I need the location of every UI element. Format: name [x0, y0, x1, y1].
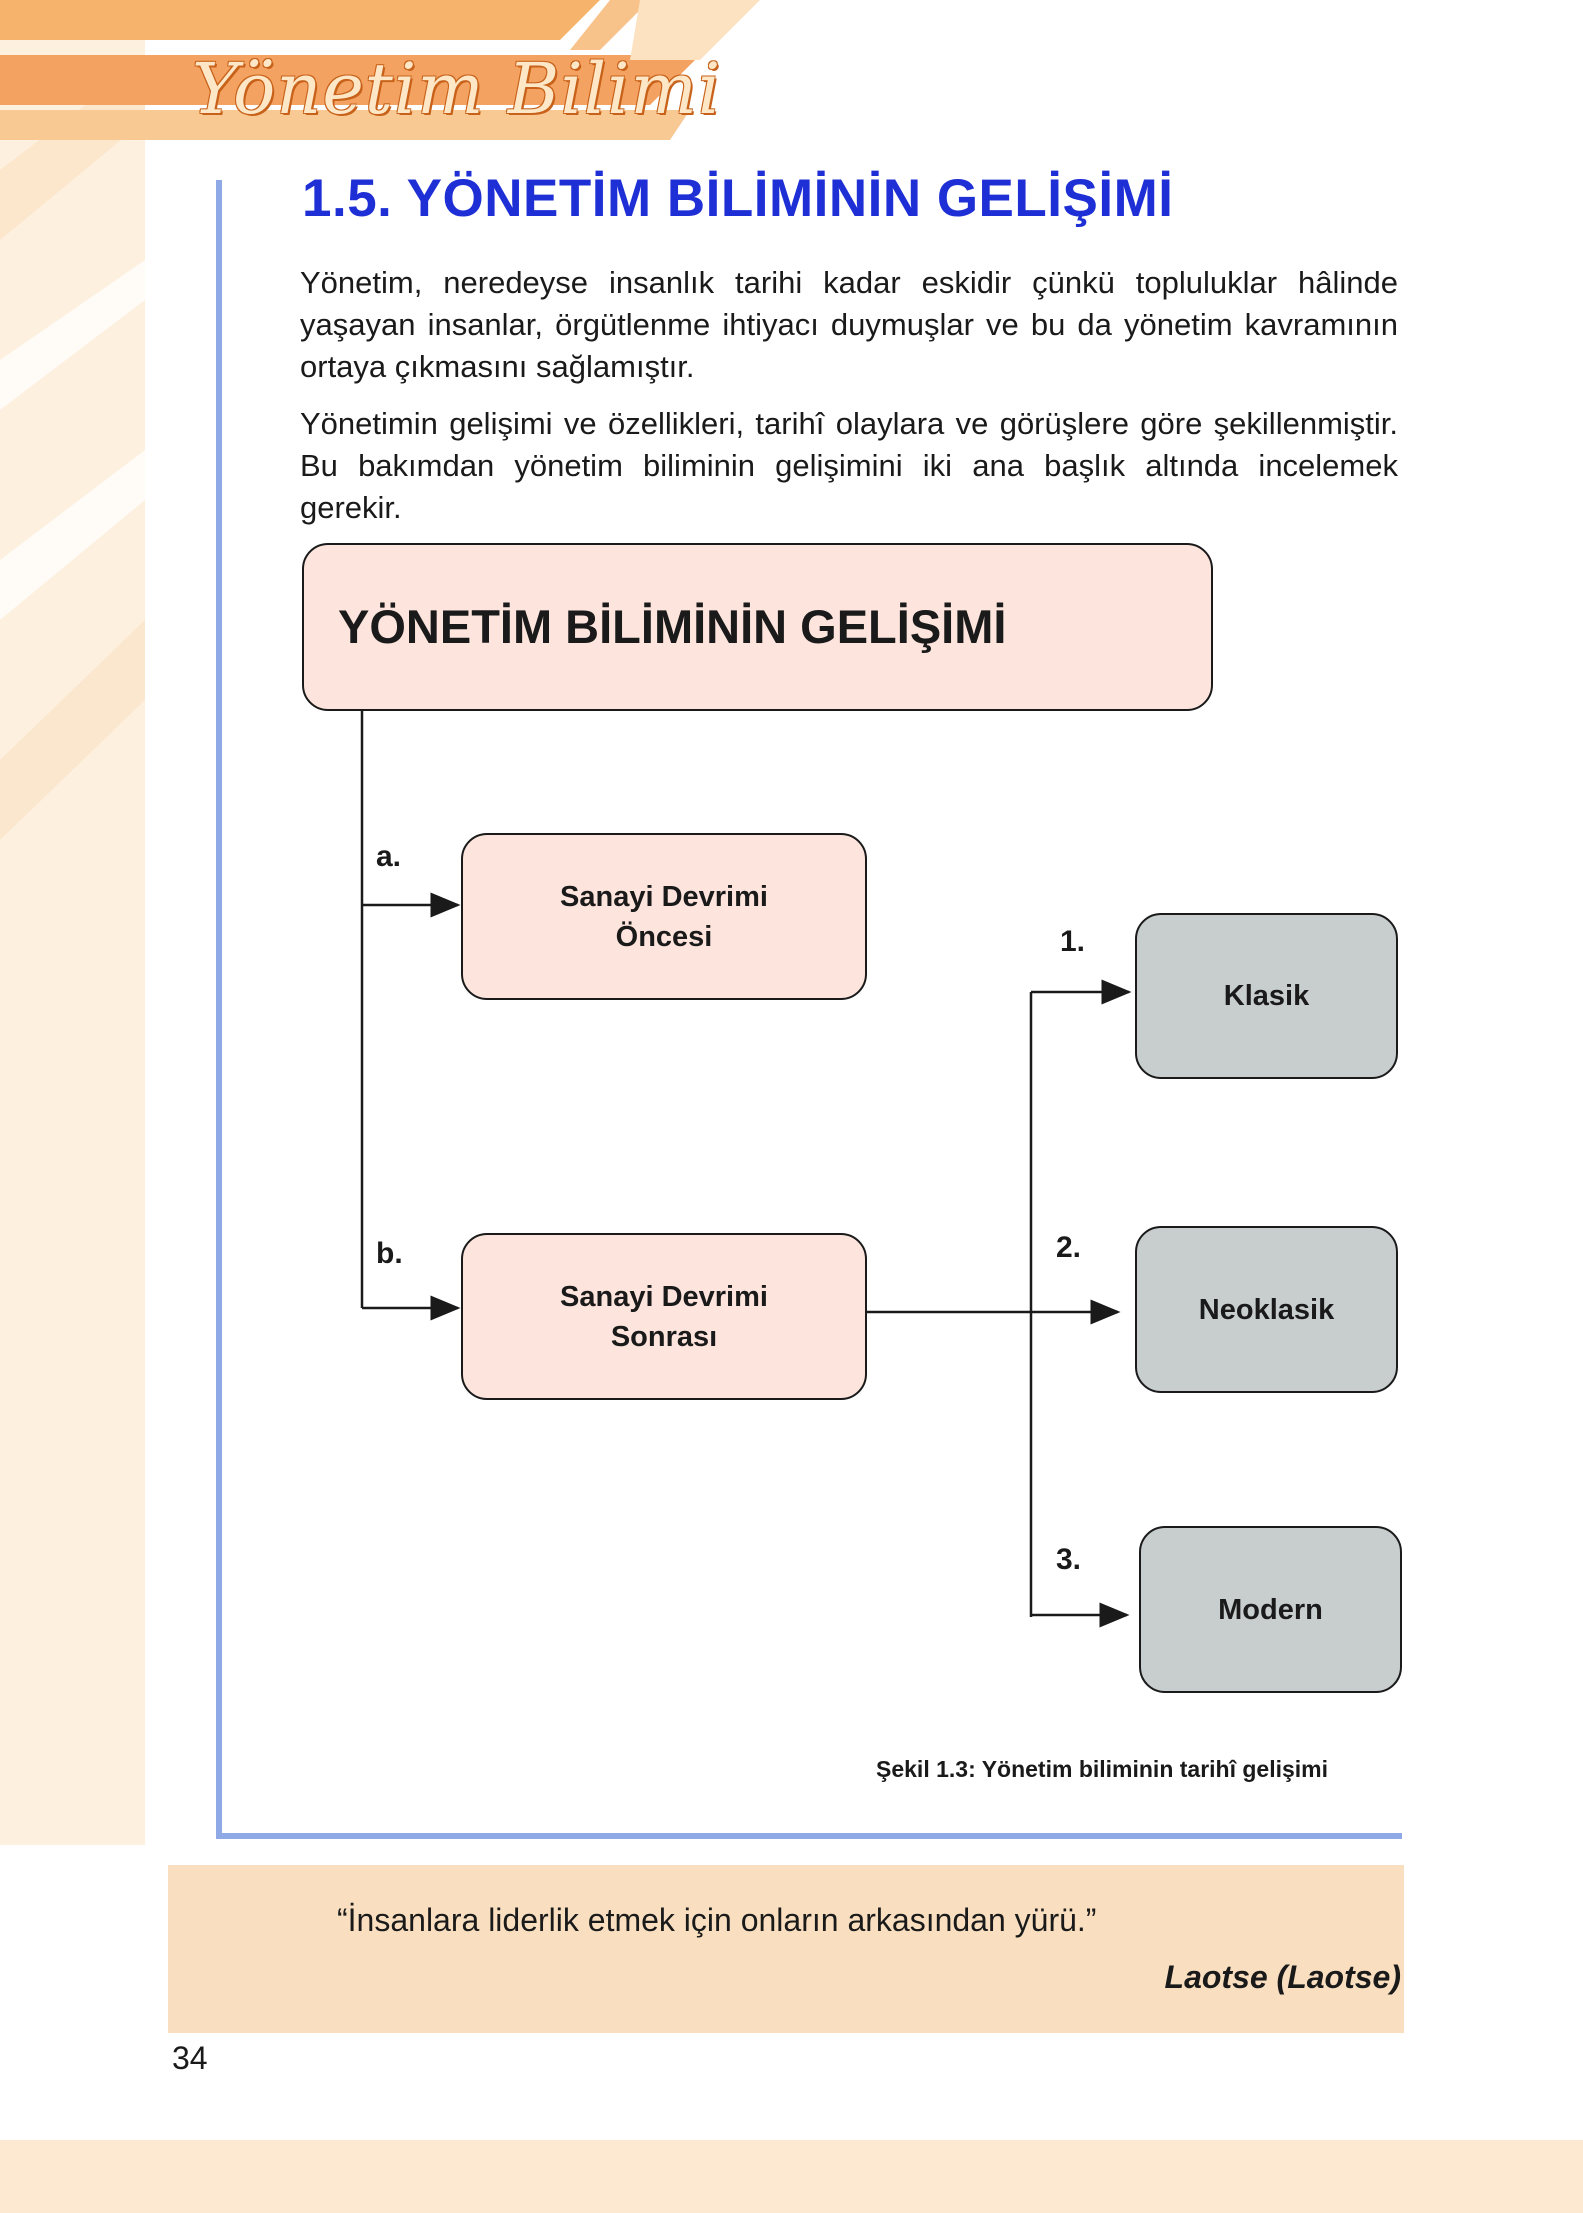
diagram-main-box: YÖNETİM BİLİMİNİN GELİŞİMİ [302, 543, 1213, 711]
branch-marker-b: b. [376, 1237, 403, 1270]
branch-box-post-industrial: Sanayi Devrimi Sonrası [461, 1233, 867, 1400]
section-title: 1.5. YÖNETİM BİLİMİNİN GELİŞİMİ [302, 169, 1174, 228]
approach-label-classic: Klasik [1223, 980, 1310, 1012]
approach-marker-1: 1. [1060, 925, 1086, 958]
paragraph-1: Yönetim, neredeyse insanlık tarihi kadar… [300, 265, 1398, 384]
approach-box-classic: Klasik [1135, 913, 1398, 1079]
approach-marker-3: 3. [1056, 1543, 1082, 1576]
branch-label-pre-industrial: Sanayi Devrimi Öncesi [560, 880, 768, 953]
branch-box-pre-industrial: Sanayi Devrimi Öncesi [461, 833, 867, 1000]
approach-box-neoclassic: Neoklasik [1135, 1226, 1398, 1393]
approach-marker-2: 2. [1056, 1231, 1082, 1264]
branch-marker-a: a. [376, 840, 402, 873]
approach-label-modern: Modern [1218, 1593, 1323, 1626]
quote-author: Laotse (Laotse) [1164, 1959, 1401, 1995]
diagram-main-label: YÖNETİM BİLİMİNİN GELİŞİMİ [338, 600, 1007, 653]
footer-band [0, 2140, 1583, 2213]
approach-label-neoclassic: Neoklasik [1198, 1293, 1335, 1326]
paragraph-2: Yönetimin gelişimi ve özellikleri, tarih… [300, 406, 1398, 525]
running-header-title: Yönetim Bilimi [192, 48, 722, 130]
quote-band [168, 1865, 1404, 2033]
figure-caption: Şekil 1.3: Yönetim biliminin tarihî geli… [876, 1756, 1329, 1782]
page-number: 34 [172, 2040, 208, 2076]
approach-box-modern: Modern [1139, 1526, 1402, 1693]
branch-label-post-industrial: Sanayi Devrimi Sonrası [560, 1280, 768, 1353]
quote-text: “İnsanlara liderlik etmek için onların a… [337, 1902, 1097, 1938]
